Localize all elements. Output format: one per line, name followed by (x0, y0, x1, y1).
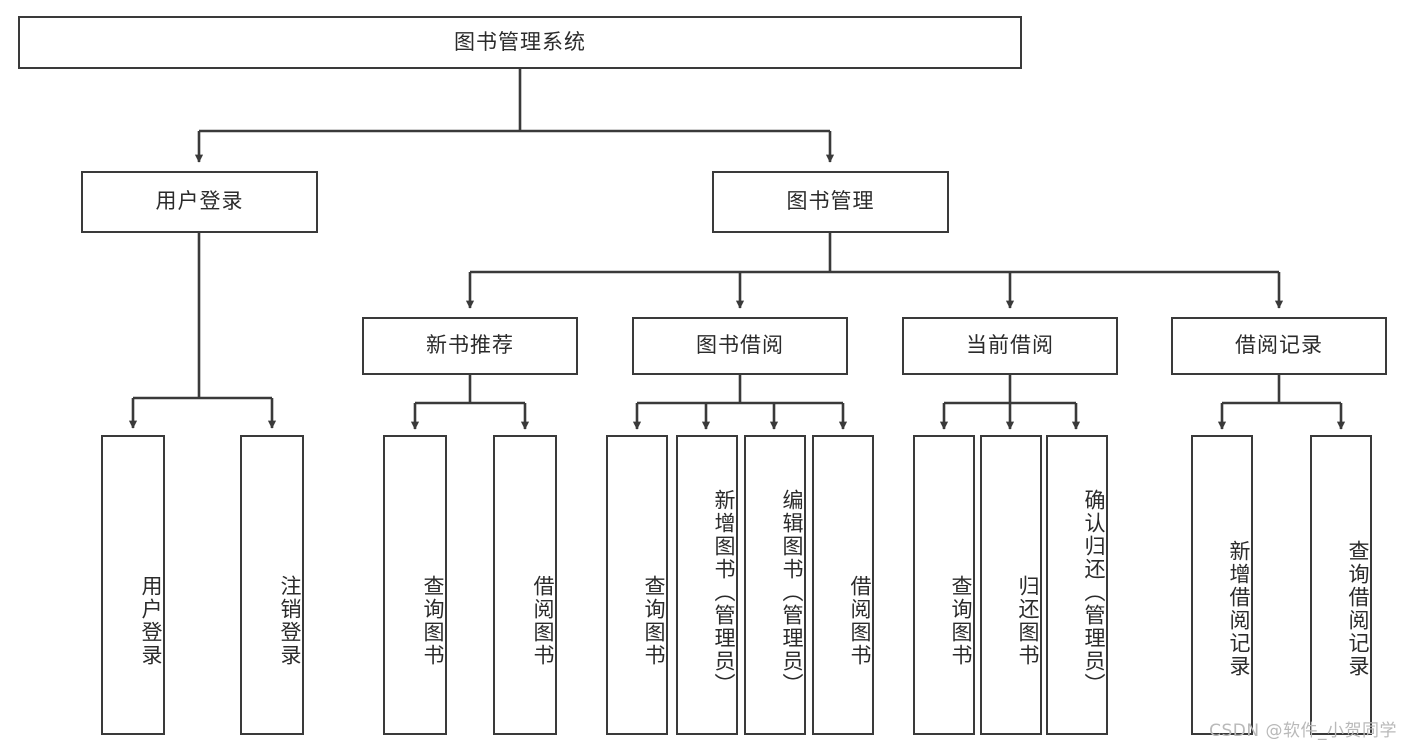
node-current-borrow[interactable]: 当前借阅 (902, 317, 1118, 375)
node-label: 新书推荐 (426, 333, 514, 358)
node-label: 借阅记录 (1235, 333, 1323, 358)
node-label: 借阅图书 (848, 575, 872, 667)
leaf-book-borrow-query-book[interactable]: 查询图书 (606, 435, 668, 735)
leaf-book-borrow-borrow-book[interactable]: 借阅图书 (812, 435, 874, 735)
node-label: 编辑图书（管理员） (780, 488, 804, 696)
node-label: 新增借阅记录 (1227, 540, 1251, 678)
node-root-book-management-system[interactable]: 图书管理系统 (18, 16, 1022, 69)
leaf-current-borrow-query-book[interactable]: 查询图书 (913, 435, 975, 735)
leaf-current-borrow-confirm-return-admin[interactable]: 确认归还（管理员） (1046, 435, 1108, 735)
leaf-current-borrow-return-book[interactable]: 归还图书 (980, 435, 1042, 735)
leaf-user-login-login[interactable]: 用户登录 (101, 435, 165, 735)
leaf-borrow-record-add-record[interactable]: 新增借阅记录 (1191, 435, 1253, 735)
watermark-text: CSDN @软件_小贺同学 (1209, 721, 1397, 741)
node-label: 归还图书 (1016, 575, 1040, 667)
leaf-new-book-query-book[interactable]: 查询图书 (383, 435, 447, 735)
node-label: 查询图书 (949, 575, 973, 667)
node-label: 图书借阅 (696, 333, 784, 358)
node-label: 确认归还（管理员） (1082, 488, 1106, 696)
leaf-user-login-logout[interactable]: 注销登录 (240, 435, 304, 735)
node-book-management[interactable]: 图书管理 (712, 171, 949, 233)
node-label: 图书管理系统 (454, 29, 586, 54)
node-label: 图书管理 (786, 189, 875, 214)
node-label: 当前借阅 (966, 333, 1054, 358)
node-label: 用户登录 (139, 575, 163, 667)
node-label: 查询借阅记录 (1346, 540, 1370, 678)
node-label: 用户登录 (155, 189, 244, 214)
leaf-book-borrow-edit-book-admin[interactable]: 编辑图书（管理员） (744, 435, 806, 735)
node-label: 查询图书 (421, 575, 445, 667)
node-book-borrow[interactable]: 图书借阅 (632, 317, 848, 375)
node-label: 借阅图书 (531, 575, 555, 667)
node-label: 新增图书（管理员） (712, 488, 736, 696)
node-label: 查询图书 (642, 575, 666, 667)
node-new-book-recommend[interactable]: 新书推荐 (362, 317, 578, 375)
node-borrow-record[interactable]: 借阅记录 (1171, 317, 1387, 375)
node-label: 注销登录 (278, 575, 302, 667)
leaf-borrow-record-query-record[interactable]: 查询借阅记录 (1310, 435, 1372, 735)
leaf-new-book-borrow-book[interactable]: 借阅图书 (493, 435, 557, 735)
node-user-login[interactable]: 用户登录 (81, 171, 318, 233)
leaf-book-borrow-add-book-admin[interactable]: 新增图书（管理员） (676, 435, 738, 735)
